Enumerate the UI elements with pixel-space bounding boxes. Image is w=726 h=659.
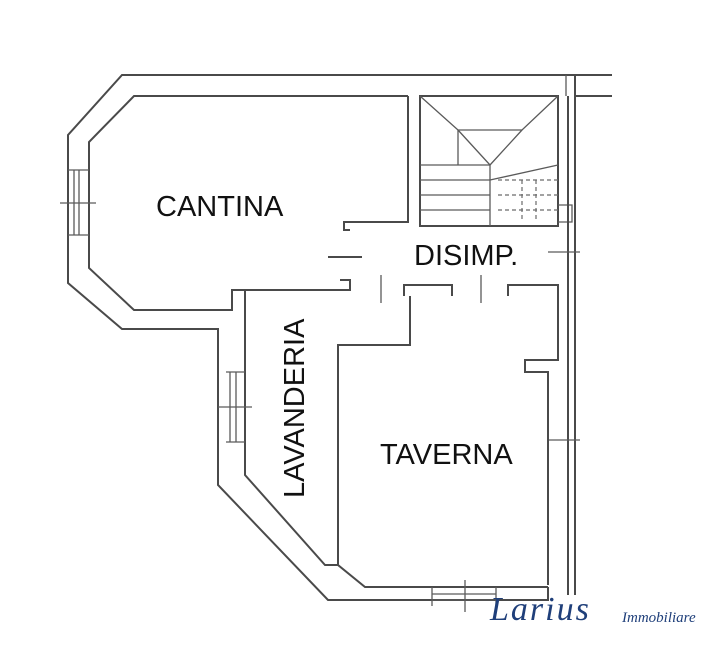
room-label-cantina: CANTINA [156,191,284,223]
right-walls [548,96,580,595]
lavanderia-walls [217,290,432,601]
taverna-window [431,580,497,612]
brand-logo-script: Larius [489,591,591,628]
disimpegno-openings [245,275,559,585]
cantina-window [60,169,96,236]
room-label-lavanderia: LAVANDERIA [279,318,311,498]
lavanderia-window [218,371,252,443]
cantina-walls [67,74,612,348]
stairwell [419,75,573,227]
brand-logo-subtitle: Immobiliare [621,610,696,626]
room-label-taverna: TAVERNA [380,439,513,471]
room-label-disimpegno: DISIMP. [414,240,518,272]
